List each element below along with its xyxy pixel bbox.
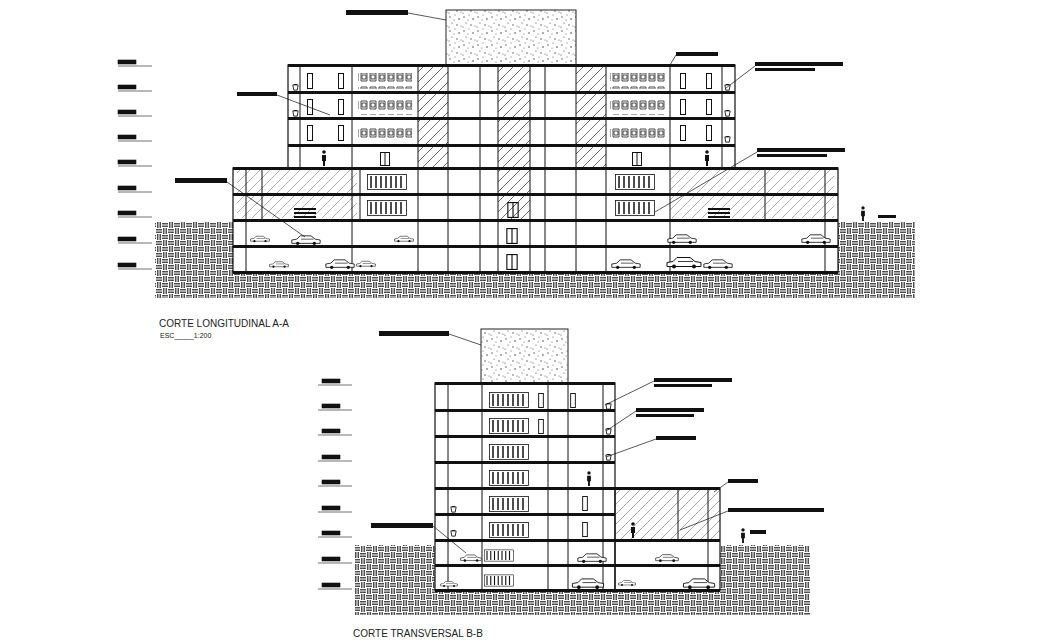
- scale-note: ESC_____1:200: [159, 332, 212, 340]
- section-title: CORTE TRANSVERSAL B-B: [352, 628, 484, 639]
- section-title: CORTE LONGITUDINAL A-A: [158, 318, 290, 329]
- section-b: [318, 329, 824, 615]
- section-a: [118, 10, 915, 298]
